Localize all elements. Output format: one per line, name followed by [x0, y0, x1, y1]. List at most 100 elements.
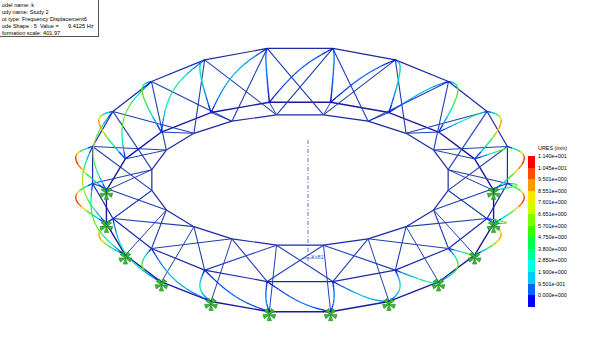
beam [321, 309, 326, 310]
beam [487, 139, 492, 145]
beam [104, 118, 109, 124]
legend-swatch [528, 191, 535, 203]
beam [232, 48, 267, 121]
beam [333, 239, 368, 282]
beam [79, 188, 83, 191]
beam [366, 297, 370, 298]
beam [167, 271, 171, 276]
beam [146, 252, 149, 255]
beam [193, 64, 199, 69]
beam [515, 185, 517, 187]
beam [394, 89, 396, 96]
beam [104, 133, 108, 139]
beam [370, 69, 375, 72]
beam [333, 61, 335, 66]
beam [473, 115, 477, 117]
beam [199, 283, 201, 286]
beam [407, 275, 413, 277]
beam [339, 285, 345, 288]
beam [203, 270, 204, 273]
beam [152, 82, 167, 150]
beam [511, 183, 514, 184]
beam [114, 225, 116, 232]
beam [244, 60, 250, 64]
fixture-arrow [330, 313, 337, 319]
beam [255, 52, 261, 56]
beam [265, 61, 267, 66]
beam [361, 295, 366, 297]
beam [508, 174, 514, 179]
beam [146, 82, 152, 87]
fixture-arrow [269, 313, 276, 319]
beam [269, 102, 276, 115]
fixture-symbols [100, 187, 500, 320]
beam [201, 291, 202, 293]
beam [144, 255, 146, 258]
beam [342, 88, 348, 93]
beam [482, 112, 484, 114]
beam [108, 111, 113, 117]
beam [192, 292, 198, 295]
beam [108, 246, 113, 249]
beam [399, 285, 401, 288]
beam [199, 288, 201, 291]
beam [424, 89, 429, 91]
beam [389, 113, 439, 132]
beam [396, 83, 398, 90]
beam [475, 157, 481, 159]
beam [506, 222, 507, 224]
beam [266, 306, 268, 308]
beam [348, 83, 354, 87]
beam [445, 126, 451, 129]
beam [295, 299, 300, 302]
beam [454, 255, 456, 258]
beam [501, 215, 508, 219]
beam [90, 190, 92, 197]
beam [161, 132, 194, 133]
beam [75, 157, 77, 160]
beam [225, 289, 230, 293]
axis-line [308, 140, 309, 262]
beam [437, 84, 441, 85]
beam [423, 280, 427, 281]
beam [92, 147, 93, 184]
beam [93, 147, 167, 150]
beam [333, 52, 335, 54]
beam [434, 210, 449, 248]
beam [501, 223, 504, 224]
beam [419, 91, 424, 94]
beam [252, 305, 258, 307]
beam [439, 255, 475, 282]
beam [267, 48, 333, 49]
beam [499, 188, 504, 190]
beam [398, 277, 399, 280]
beam [385, 62, 390, 64]
fixture-icon [324, 309, 337, 321]
legend-value: 6.651e+000 [538, 212, 567, 217]
beam [161, 227, 194, 282]
beam [454, 83, 456, 84]
beam [148, 274, 154, 278]
beam [331, 79, 333, 86]
beam [476, 114, 479, 115]
beam [451, 82, 454, 84]
beam [146, 82, 149, 84]
legend-swatch [528, 214, 535, 226]
beam [205, 48, 267, 59]
beam [176, 281, 181, 285]
beam [124, 110, 127, 116]
beam [104, 243, 108, 246]
beam [202, 83, 204, 90]
beam [395, 60, 406, 133]
beam [513, 183, 515, 184]
beam [161, 282, 211, 301]
info-text: udy name: Study 2 [2, 10, 49, 16]
beam [375, 67, 380, 70]
beam [249, 56, 255, 60]
beam [173, 85, 177, 91]
lattice-ring [76, 48, 525, 311]
beam [100, 115, 102, 117]
legend-swatch [528, 295, 535, 307]
beam [399, 68, 401, 72]
beam [265, 293, 266, 296]
